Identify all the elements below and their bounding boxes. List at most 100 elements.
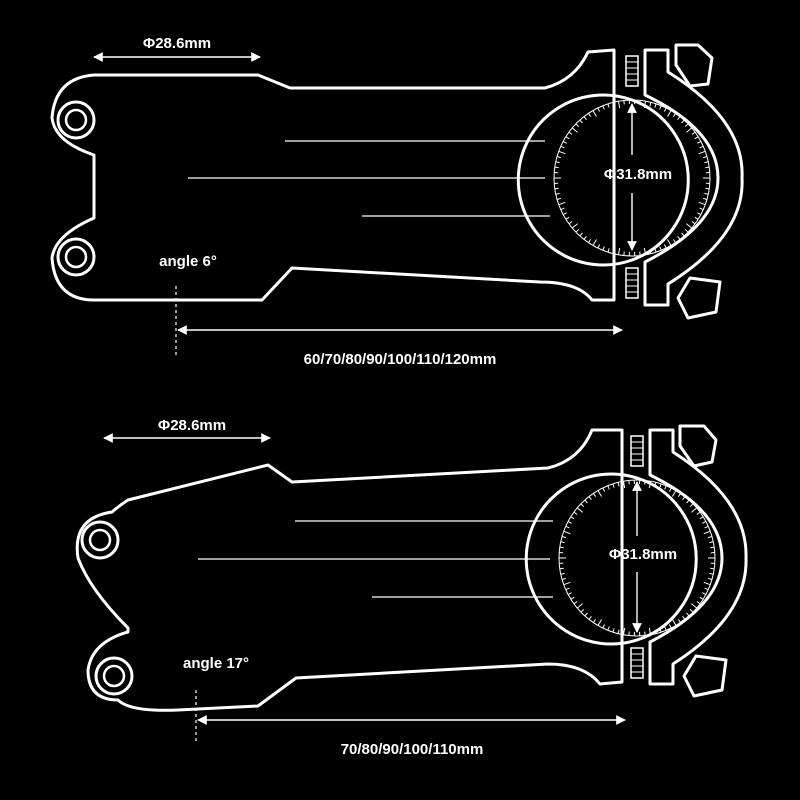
clamp-scale-tick <box>707 577 713 580</box>
clamp-scale-tick <box>709 572 714 575</box>
clamp-scale-tick <box>668 624 672 629</box>
clamp-scale-tick <box>704 587 709 591</box>
clamp-scale-tick <box>592 239 597 246</box>
clamp-scale-tick <box>617 101 621 109</box>
stem-17-upper-bolt-head <box>678 424 718 468</box>
clamp-scale-tick <box>699 207 704 211</box>
clamp-scale-tick <box>573 511 578 515</box>
stem-17-upper-clamp-bolt <box>630 435 644 467</box>
clamp-scale-tick <box>654 248 657 253</box>
clamp-scale-tick <box>554 187 559 190</box>
stem-6-steerer-diameter-label: Φ28.6mm <box>143 35 211 52</box>
clamp-scale-tick <box>587 113 592 117</box>
clamp-scale-tick <box>579 119 583 124</box>
stem-17-body-outline <box>75 428 624 712</box>
clamp-scale-tick <box>571 127 578 133</box>
clamp-scale-tick <box>710 567 715 570</box>
clamp-scale-tick <box>554 166 559 169</box>
clamp-scale-tick <box>559 546 564 549</box>
clamp-scale-tick <box>560 145 565 149</box>
clamp-scale-tick <box>622 627 626 635</box>
clamp-scale-tick <box>659 628 662 633</box>
clamp-scale-tick <box>710 546 715 549</box>
clamp-scale-tick <box>565 136 570 140</box>
clamp-scale-tick <box>663 107 667 112</box>
clamp-scale-tick <box>612 249 615 254</box>
clamp-scale-tick <box>654 103 657 108</box>
clamp-scale-tick <box>667 239 672 246</box>
clamp-scale-tick <box>602 105 605 110</box>
clamp-scale-tick <box>565 587 570 591</box>
clamp-scale-tick <box>697 212 702 216</box>
clamp-scale-tick <box>622 481 626 489</box>
clamp-scale-tick <box>607 103 610 108</box>
clamp-scale-tick <box>659 483 662 488</box>
clamp-scale-tick <box>694 216 699 220</box>
clamp-scale-tick <box>698 201 706 206</box>
clamp-scale-tick <box>580 609 585 613</box>
clamp-scale-tick <box>667 110 672 117</box>
stem-17-angle-label: angle 17° <box>183 655 249 672</box>
clamp-scale-tick <box>562 140 567 144</box>
clamp-scale-tick <box>697 140 702 144</box>
stem-17-lower-bolt-head <box>682 654 728 698</box>
clamp-scale-tick <box>576 507 583 513</box>
clamp-scale-tick <box>612 102 615 107</box>
clamp-scale-tick <box>592 110 597 117</box>
clamp-scale-tick <box>607 248 610 253</box>
clamp-scale-tick <box>563 530 571 535</box>
clamp-scale-tick <box>689 609 694 613</box>
clamp-scale-tick <box>686 223 693 229</box>
clamp-scale-tick <box>571 223 578 229</box>
clamp-scale-tick <box>579 232 583 237</box>
clamp-scale-tick <box>707 536 713 539</box>
clamp-scale-tick <box>648 627 652 635</box>
clamp-scale-tick <box>584 612 588 617</box>
clamp-scale-tick <box>597 490 602 497</box>
clamp-scale-tick <box>672 239 677 243</box>
clamp-scale-tick <box>703 581 711 586</box>
clamp-scale-tick <box>555 192 560 195</box>
clamp-scale-tick <box>559 567 564 570</box>
clamp-scale-tick <box>617 247 621 255</box>
clamp-scale-tick <box>584 499 588 504</box>
clamp-scale-tick <box>705 166 710 169</box>
clamp-scale-tick <box>664 485 667 490</box>
clamp-scale-tick <box>560 207 565 211</box>
clamp-scale-tick <box>588 616 592 620</box>
clamp-scale-tick <box>580 503 585 507</box>
clamp-scale-tick <box>561 536 567 539</box>
clamp-scale-tick <box>563 581 571 586</box>
stem-17-lower-clamp-bolt <box>630 647 644 679</box>
clamp-scale-tick <box>672 619 677 626</box>
clamp-scale-tick <box>649 102 652 107</box>
clamp-scale-tick <box>698 150 706 155</box>
clamp-scale-tick <box>694 136 699 140</box>
clamp-scale-tick <box>677 236 681 240</box>
clamp-scale-tick <box>643 247 647 255</box>
clamp-scale-tick <box>702 156 708 159</box>
clamp-scale-tick <box>702 592 707 596</box>
clamp-scale-tick <box>560 572 565 575</box>
clamp-scale-tick <box>607 626 610 631</box>
clamp-scale-tick <box>568 221 573 225</box>
stem-17-length-label: 70/80/90/100/110mm <box>341 741 484 758</box>
clamp-scale-tick <box>575 123 580 127</box>
clamp-scale-tick <box>602 487 606 492</box>
stem-6-lower-clamp-bolt <box>625 267 639 299</box>
clamp-scale-tick <box>592 493 597 497</box>
clamp-scale-tick <box>705 187 710 190</box>
clamp-scale-tick <box>668 487 672 492</box>
stem-6-faceplate <box>643 48 744 307</box>
clamp-scale-tick <box>696 511 701 515</box>
clamp-scale-tick <box>691 131 696 135</box>
stem-17-bar-clamp <box>524 472 716 646</box>
clamp-scale-tick <box>567 592 572 596</box>
clamp-scale-tick <box>704 192 709 195</box>
stem-6-lower-bolt-head <box>676 276 722 320</box>
clamp-scale-tick <box>702 520 707 524</box>
clamp-scale-tick <box>560 541 565 544</box>
clamp-scale-tick <box>556 156 562 159</box>
clamp-scale-tick <box>709 541 714 544</box>
